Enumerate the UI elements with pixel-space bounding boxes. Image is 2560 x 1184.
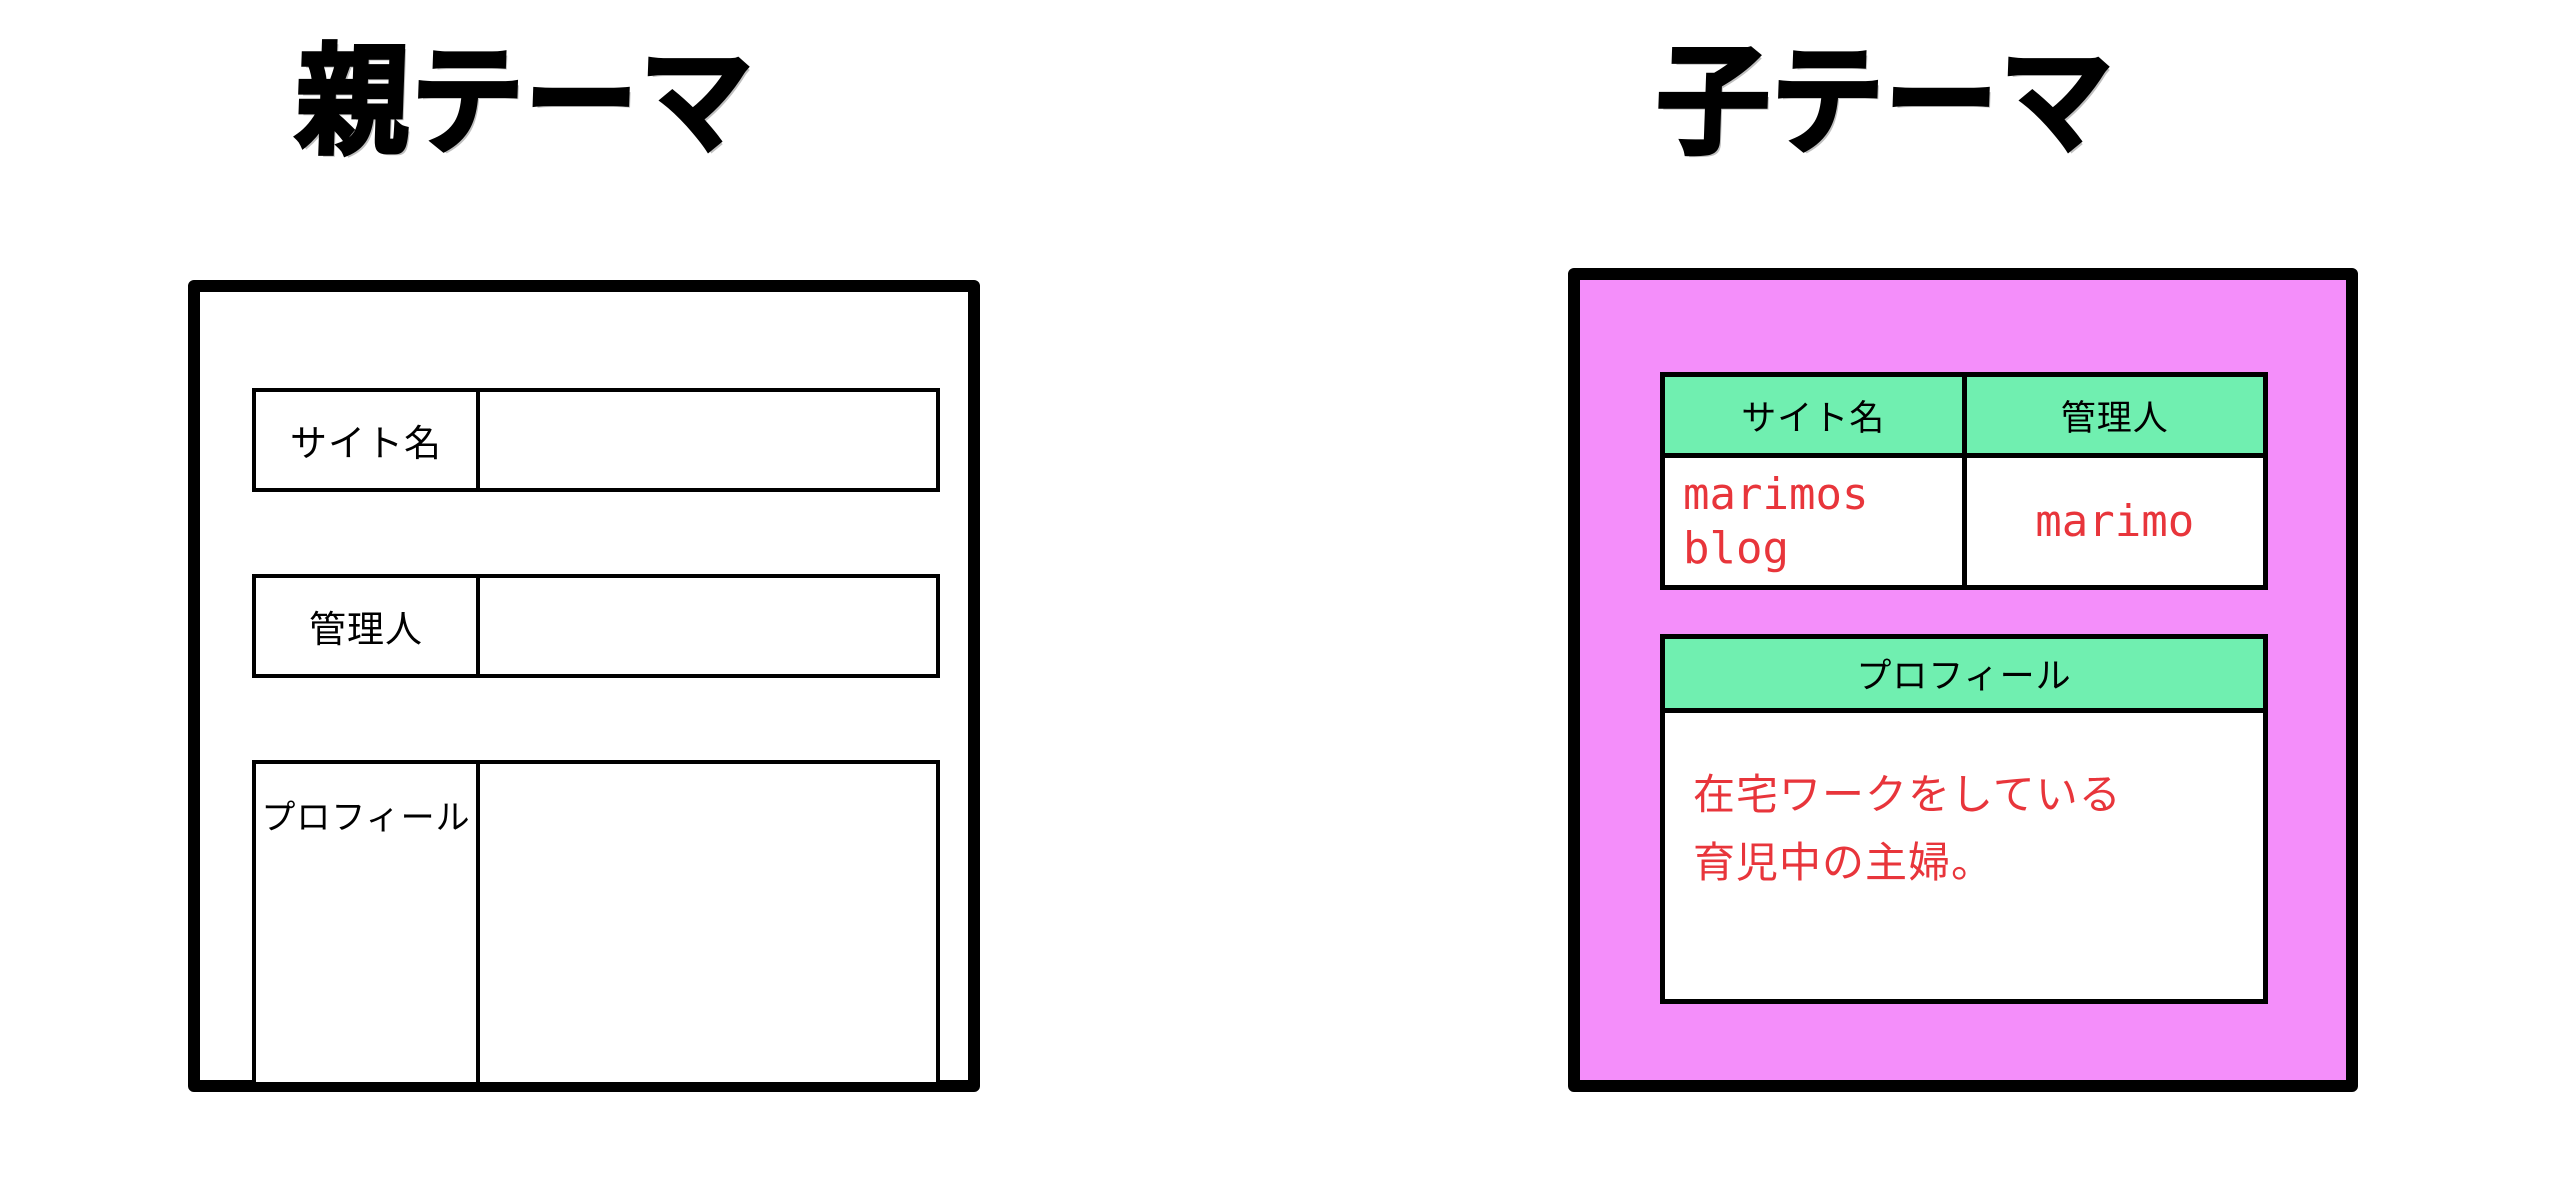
child-profile-line-2: 育児中の主婦。	[1693, 838, 1995, 888]
child-value-site-name: marimos blog	[1665, 458, 1962, 586]
parent-row-label-admin: 管理人	[256, 578, 480, 674]
parent-row-value-site-name	[480, 392, 936, 488]
table-row: プロフィール	[252, 760, 940, 1086]
child-theme-panel: サイト名 管理人 marimos blog marimo プロフィール 在宅ワー…	[1568, 268, 2358, 1092]
parent-theme-table: サイト名 管理人 プロフィール	[252, 388, 940, 1086]
child-theme-content: サイト名 管理人 marimos blog marimo プロフィール 在宅ワー…	[1660, 372, 2268, 1005]
parent-row-value-profile	[480, 764, 936, 1082]
parent-row-value-admin	[480, 578, 936, 674]
child-header-profile: プロフィール	[1665, 639, 2263, 714]
table-header-row: サイト名 管理人	[1665, 377, 2263, 458]
parent-row-label-profile: プロフィール	[256, 764, 480, 1082]
table-row: サイト名	[252, 388, 940, 492]
child-value-profile: 在宅ワークをしている 育児中の主婦。	[1665, 713, 2263, 1000]
child-profile-table: プロフィール 在宅ワークをしている 育児中の主婦。	[1660, 634, 2268, 1005]
child-header-admin: 管理人	[1961, 377, 2263, 453]
parent-row-label-site-name: サイト名	[256, 392, 480, 488]
parent-theme-column: 親テーマ	[0, 0, 1230, 173]
child-info-table: サイト名 管理人 marimos blog marimo	[1660, 372, 2268, 591]
child-profile-line-1: 在宅ワークをしている	[1693, 770, 2122, 820]
table-row: marimos blog marimo	[1665, 458, 2263, 586]
parent-theme-heading: 親テーマ	[293, 31, 758, 173]
parent-theme-panel: サイト名 管理人 プロフィール	[188, 280, 980, 1092]
child-header-site-name: サイト名	[1665, 377, 1962, 453]
table-row: 管理人	[252, 574, 940, 678]
child-value-admin: marimo	[1961, 458, 2263, 586]
child-theme-heading: 子テーマ	[1653, 31, 2118, 173]
child-theme-column: 子テーマ	[1290, 0, 2520, 173]
